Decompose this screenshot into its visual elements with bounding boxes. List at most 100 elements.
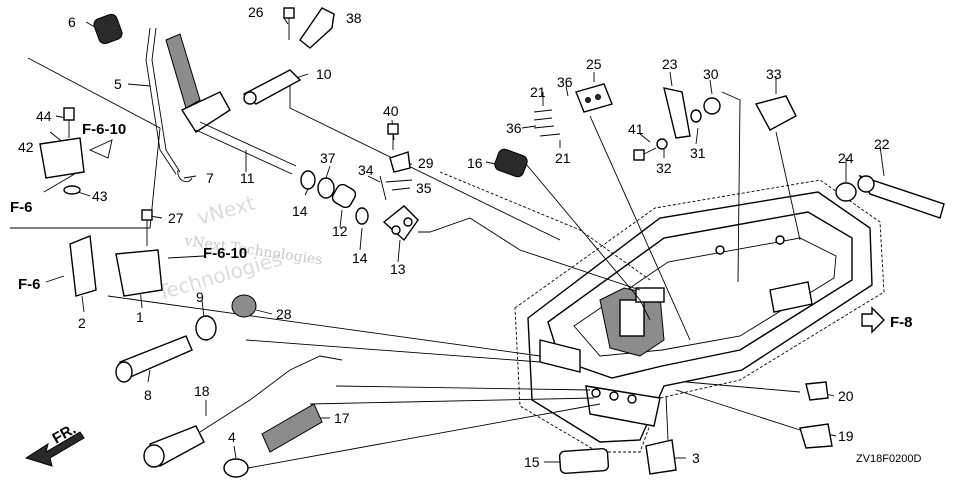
leader-4-to-case xyxy=(247,403,601,469)
parts xyxy=(39,7,945,478)
callouts: 6 5 7 11 26 38 10 40 37 34 29 35 14 12 1… xyxy=(18,4,890,470)
leader-20-to-case xyxy=(685,381,801,393)
leader-22 xyxy=(879,145,885,177)
inset-border xyxy=(10,57,161,229)
part-shift-shaft xyxy=(199,121,297,167)
callout-11: 11 xyxy=(240,170,255,186)
callout-29: 29 xyxy=(418,155,434,171)
callout-1: 1 xyxy=(136,309,144,325)
leader-2 xyxy=(81,295,85,313)
callout-42: 42 xyxy=(18,139,34,155)
reference-f610-mid: F-6-10 xyxy=(203,245,247,262)
leader-37 xyxy=(325,165,331,179)
callout-18: 18 xyxy=(194,383,210,399)
reference-arrow-f610 xyxy=(167,255,205,259)
lower-case-hole xyxy=(715,245,725,255)
part-clip xyxy=(389,151,411,173)
callout-31: 31 xyxy=(690,145,706,161)
reference-f6-mid: F-6 xyxy=(18,276,41,293)
part-fuel-cock xyxy=(69,235,97,297)
reference-f6-left: F-6 xyxy=(10,199,33,216)
part-washer xyxy=(690,109,702,123)
leader-18-to-case xyxy=(335,385,591,391)
callout-10: 10 xyxy=(316,66,332,82)
part-shift-rod xyxy=(145,27,177,175)
reference-arrow-f6 xyxy=(43,171,79,193)
leader-36a xyxy=(521,125,537,129)
part-fuel-cock-bracket xyxy=(115,249,163,297)
part-lever xyxy=(663,87,691,139)
leader-3-to-case xyxy=(665,395,669,441)
leader-26 xyxy=(283,17,289,25)
part-collar xyxy=(331,183,357,209)
callout-16: 16 xyxy=(467,155,483,171)
callout-24: 24 xyxy=(838,150,854,166)
callout-26: 26 xyxy=(248,4,264,20)
leader-34 xyxy=(367,175,381,183)
leader-1-to-case xyxy=(107,295,541,357)
leader-31 xyxy=(695,127,699,145)
part-knob xyxy=(195,315,217,341)
callout-36a: 36 xyxy=(506,120,522,136)
part-pin xyxy=(385,179,413,183)
lower-case xyxy=(514,179,885,453)
part-shift-rod-edge xyxy=(151,27,181,173)
callout-32: 32 xyxy=(656,160,672,176)
leader-43 xyxy=(77,191,91,197)
part-joint xyxy=(382,205,419,242)
leader-23 xyxy=(669,71,673,87)
callout-33: 33 xyxy=(766,66,782,82)
callout-44: 44 xyxy=(36,108,52,124)
callout-30: 30 xyxy=(703,66,719,82)
inset-frame xyxy=(10,57,161,229)
callout-28: 28 xyxy=(276,306,292,322)
part-bolt xyxy=(63,107,75,121)
lower-case-hole xyxy=(627,394,637,404)
leader-8 xyxy=(147,369,151,383)
front-arrow-icon xyxy=(24,431,85,467)
part-grommet xyxy=(835,182,857,202)
part-block-hole xyxy=(595,94,601,100)
leader-35 xyxy=(391,187,411,191)
callout-19: 19 xyxy=(838,428,854,444)
lower-case-hole xyxy=(609,391,619,401)
callout-15: 15 xyxy=(524,454,540,470)
part-rod-end xyxy=(115,361,133,383)
leader-36b xyxy=(565,85,569,97)
part-clamp xyxy=(754,95,797,131)
diagram-code: ZV18F0200D xyxy=(856,453,921,465)
callout-38: 38 xyxy=(346,10,362,26)
part-clip xyxy=(177,169,193,183)
part-fuel-joint xyxy=(39,137,85,179)
leader-29-to-case xyxy=(439,171,651,281)
part-grommet xyxy=(494,148,528,178)
leader-5 xyxy=(127,83,151,87)
part-joint-hole xyxy=(403,217,413,227)
leader-25-to-case xyxy=(589,115,691,341)
part-grip xyxy=(93,13,123,45)
part-boot xyxy=(261,403,323,453)
part-bolt-shank xyxy=(643,147,657,155)
part-lever-base xyxy=(180,91,231,133)
reference-arrow-f6-mid xyxy=(45,275,65,283)
lower-case-mount-pad xyxy=(769,281,813,313)
leader-13-to-case xyxy=(418,217,641,291)
callout-23: 23 xyxy=(662,56,678,72)
leader-30 xyxy=(709,79,713,95)
reference-arrow-head xyxy=(88,139,113,159)
callout-35: 35 xyxy=(416,180,432,196)
part-shift-shaft-edge xyxy=(195,129,293,175)
front-arrow: FR. xyxy=(24,421,85,467)
part-lever-pivot xyxy=(857,175,875,193)
leader-12 xyxy=(339,209,343,229)
leader-41 xyxy=(639,133,651,143)
callout-21b: 21 xyxy=(555,150,571,166)
part-block xyxy=(575,83,613,113)
leader-30-to-case xyxy=(721,91,741,283)
callout-25: 25 xyxy=(586,56,602,72)
leader-28 xyxy=(255,309,273,315)
callout-20: 20 xyxy=(838,388,854,404)
f8-reference: F-8 xyxy=(861,306,913,334)
callout-40: 40 xyxy=(383,103,399,119)
